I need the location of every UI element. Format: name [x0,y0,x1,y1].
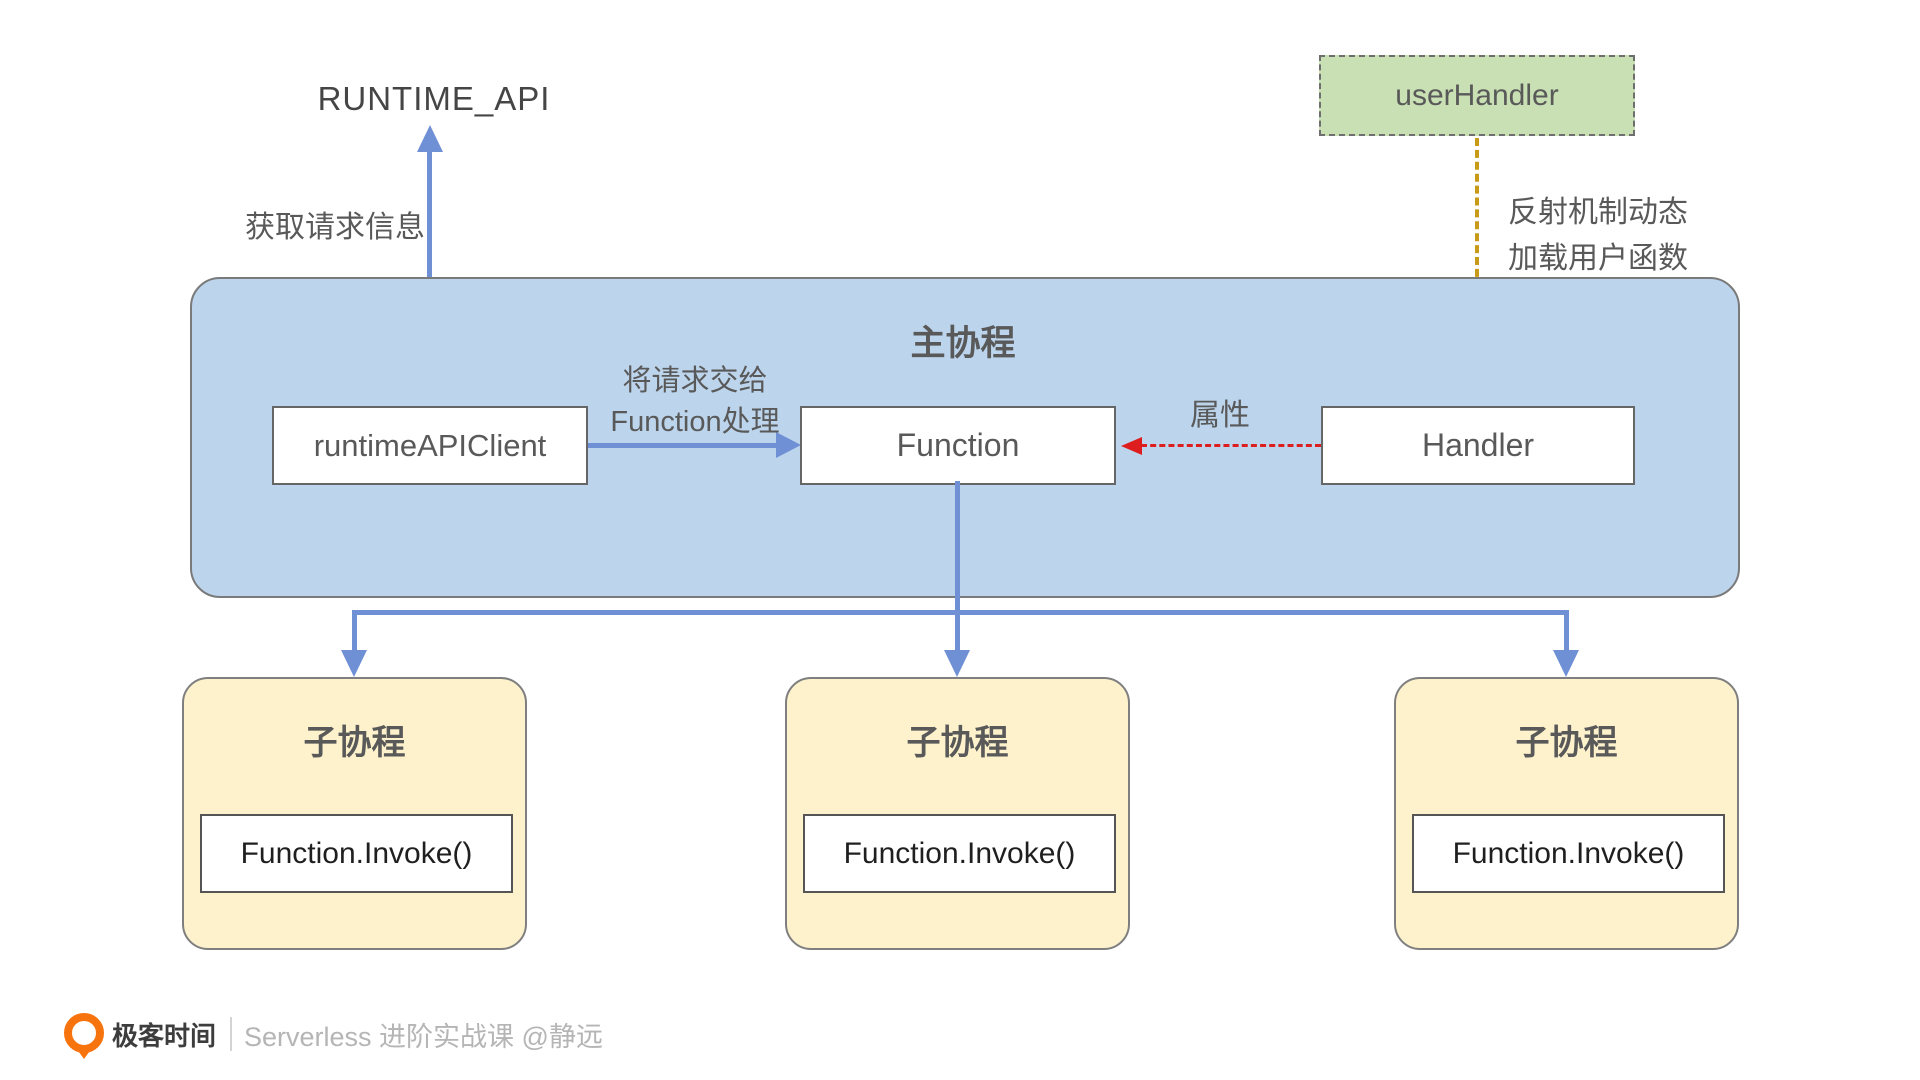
pass-request-arrow-head [776,432,801,458]
function-box: Function [800,406,1116,485]
get-request-label: 获取请求信息 [245,211,425,244]
fork-drop-line-3 [1564,613,1569,652]
fork-arrow-head-3 [1553,650,1579,677]
attribute-label: 属性 [1190,399,1250,432]
footer: 极客时间 Serverless 进阶实战课 @静远 [64,1008,764,1060]
attribute-arrow-head [1121,437,1142,455]
child-invoke-box-2: Function.Invoke() [803,814,1116,893]
fork-arrow-head-2 [944,650,970,677]
child-invoke-box-1: Function.Invoke() [200,814,513,893]
fork-arrow-head-1 [341,650,367,677]
fork-horizontal-line [352,610,1569,615]
footer-brand-text: 极客时间 [112,1020,217,1051]
function-down-line [955,481,960,613]
handler-box: Handler [1321,406,1635,485]
get-request-arrow-head [417,125,443,152]
child-coroutine-box-1: 子协程 Function.Invoke() [182,677,527,950]
child-coroutine-title-1: 子协程 [303,723,406,762]
fork-drop-line-1 [352,613,357,652]
pass-request-label-line1: 将请求交给 [622,365,768,397]
geektime-logo-ring [64,1013,104,1053]
user-handler-box: userHandler [1319,55,1635,136]
child-coroutine-title-2: 子协程 [906,723,1009,762]
reflect-arrow-line [1475,138,1479,384]
runtime-api-client-box: runtimeAPIClient [272,406,588,485]
footer-course-text: Serverless 进阶实战课 @静远 [244,1021,603,1052]
reflect-label-line2: 加载用户函数 [1508,242,1688,275]
child-coroutine-box-2: 子协程 Function.Invoke() [785,677,1130,950]
footer-separator [230,1017,233,1051]
geektime-logo-icon [64,1010,108,1059]
pass-request-arrow-line [588,443,778,448]
geektime-logo-tail [76,1048,92,1059]
attribute-arrow-line [1141,444,1321,447]
reflect-label-line1: 反射机制动态 [1508,196,1688,229]
main-coroutine-title: 主协程 [910,323,1016,363]
fork-drop-line-2 [955,613,960,652]
pass-request-label: 将请求交给 Function处理 [595,361,795,443]
child-invoke-box-3: Function.Invoke() [1412,814,1725,893]
runtime-api-label: RUNTIME_API [317,80,551,117]
child-coroutine-title-3: 子协程 [1515,723,1618,762]
pass-request-label-line2: Function处理 [610,406,780,438]
reflect-label: 反射机制动态 加载用户函数 [1508,190,1688,282]
child-coroutine-box-3: 子协程 Function.Invoke() [1394,677,1739,950]
